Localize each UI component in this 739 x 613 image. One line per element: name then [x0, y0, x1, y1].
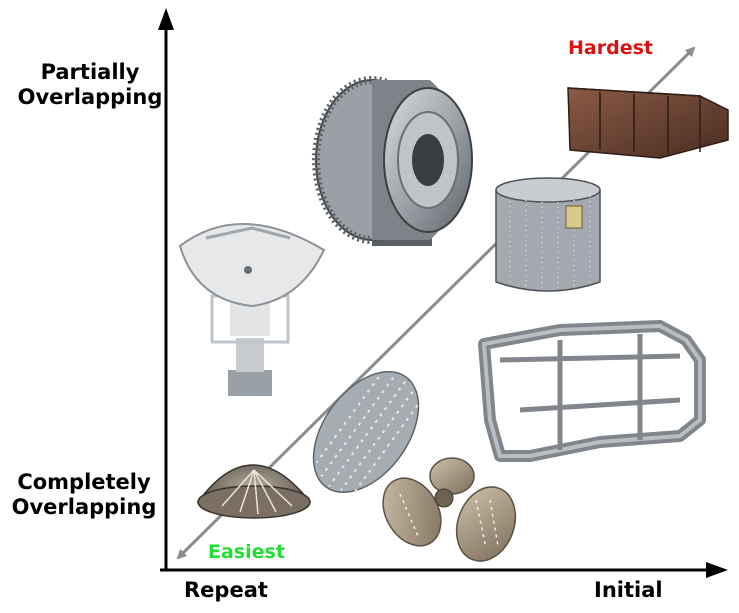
cylindrical-shell-image: [495, 177, 601, 292]
x-axis-left-label: Repeat: [184, 578, 268, 602]
dome-cap-image: [196, 464, 312, 519]
x-axis-right-label: Initial: [594, 578, 663, 602]
easiest-label: Easiest: [208, 541, 285, 563]
y-axis-arrowhead: [158, 8, 174, 30]
turbine-rotor-image: [312, 76, 473, 246]
hardest-label: Hardest: [568, 37, 653, 59]
propeller-image: [382, 457, 517, 562]
radar-antenna-image: [178, 222, 326, 396]
y-axis-bottom-label: Completely Overlapping: [11, 470, 157, 519]
oval-plate-image: [312, 370, 420, 494]
x-axis-arrowhead: [706, 562, 728, 578]
y-axis-top-label: Partially Overlapping: [17, 60, 163, 109]
box-beam-image: [567, 87, 729, 159]
car-body-frame-image: [478, 320, 706, 462]
